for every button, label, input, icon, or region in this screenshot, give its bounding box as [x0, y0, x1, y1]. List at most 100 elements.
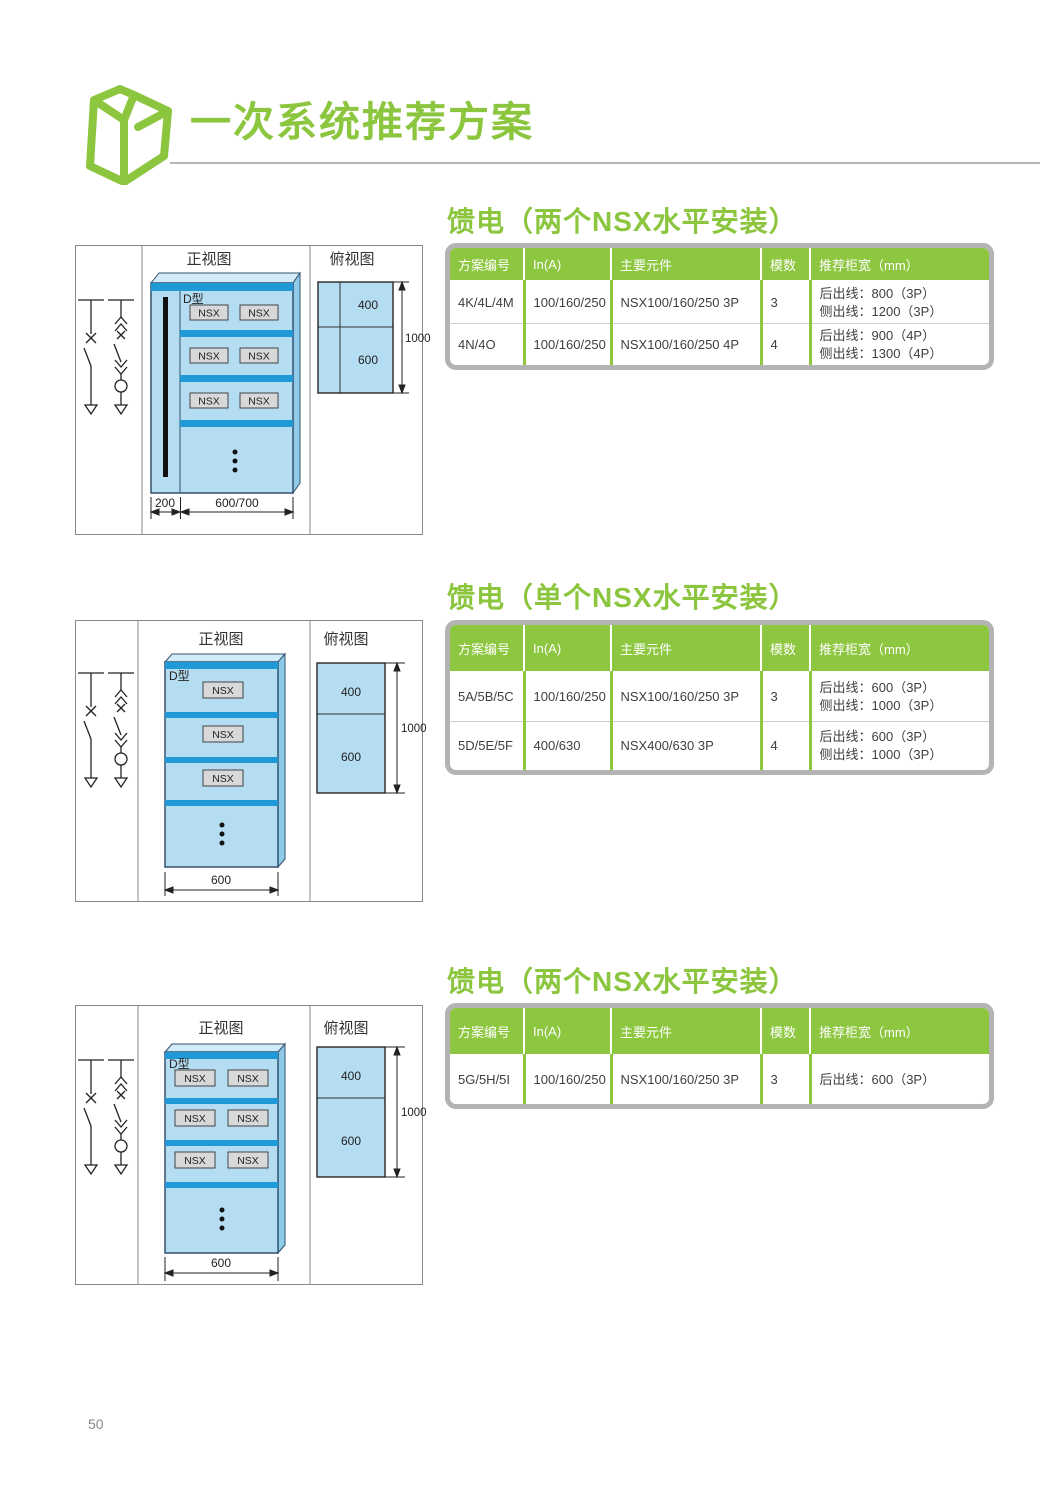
- cell-component: NSX100/160/250 3P: [609, 280, 761, 324]
- front-view-label: 正视图: [198, 631, 243, 648]
- width-line: 侧出线：1000（3P）: [819, 747, 943, 762]
- dim-200: 200: [155, 496, 175, 510]
- col-scheme: 方案编号: [450, 625, 524, 672]
- width-line: 后出线：900（4P）: [819, 328, 936, 344]
- cell-component: NSX100/160/250 3P: [609, 671, 761, 722]
- nsx-box: NSX: [239, 304, 279, 321]
- svg-text:NSX: NSX: [237, 1155, 259, 1167]
- nsx-box: NSX: [174, 1151, 216, 1169]
- cabinet-front-view: D型 NSX NSX NSX NSX NSX NSX: [149, 271, 301, 495]
- front-view-dimensions: 200 600/700: [149, 496, 295, 519]
- svg-text:NSX: NSX: [248, 308, 270, 320]
- dim-1000: 1000: [401, 723, 427, 735]
- table-1: 方案编号 In(A) 主要元件 模数 推荐柜宽（mm） 4K/4L/4M 100…: [445, 243, 994, 371]
- dim-1000: 1000: [405, 333, 431, 345]
- nsx-box: NSX: [202, 725, 244, 743]
- cell-width: 后出线：800（3P） 侧出线：1200（3P）: [808, 280, 989, 324]
- col-width: 推荐柜宽（mm）: [809, 248, 989, 281]
- d-type-label: D型: [183, 292, 204, 306]
- col-modules: 模数: [760, 1008, 810, 1055]
- table-3-header-row: 方案编号 In(A) 主要元件 模数 推荐柜宽（mm）: [450, 1008, 989, 1055]
- nsx-box: NSX: [239, 347, 279, 364]
- top-view-dimension: 1000: [393, 280, 431, 395]
- svg-text:NSX: NSX: [212, 685, 234, 697]
- width-line: 后出线：800（3P）: [819, 286, 936, 301]
- nsx-box: NSX: [189, 304, 229, 321]
- section-2-title: 馈电（单个NSX水平安装）: [447, 582, 798, 613]
- nsx-box: NSX: [239, 392, 279, 409]
- svg-text:NSX: NSX: [237, 1073, 259, 1085]
- table-2-header-row: 方案编号 In(A) 主要元件 模数 推荐柜宽（mm）: [450, 625, 989, 672]
- top-view-label: 俯视图: [329, 251, 374, 268]
- cell-modules: 3: [759, 671, 810, 722]
- nsx-box: NSX: [202, 681, 244, 699]
- dim-600-700: 600/700: [215, 496, 259, 510]
- table-1-header-row: 方案编号 In(A) 主要元件 模数 推荐柜宽（mm）: [450, 248, 989, 281]
- dim-1000: 1000: [401, 1107, 427, 1119]
- nsx-box: NSX: [189, 347, 229, 364]
- front-view-dimensions: 600: [163, 1256, 280, 1281]
- cell-scheme: 4N/4O: [450, 323, 524, 366]
- top-view-label: 俯视图: [323, 631, 368, 648]
- diagram-panel-3: 正视图 俯视图 D型 NSX NSX NSX NSX NSX NSX 600 4…: [75, 1005, 427, 1285]
- svg-text:NSX: NSX: [198, 396, 220, 408]
- dim-600: 600: [341, 750, 361, 764]
- nsx-box: NSX: [189, 392, 229, 409]
- table-row: 5G/5H/5I 100/160/250 NSX100/160/250 3P 3…: [450, 1054, 989, 1104]
- svg-text:NSX: NSX: [184, 1155, 206, 1167]
- cell-modules: 4: [759, 323, 810, 366]
- diagram-panel-2: 正视图 俯视图 D型 NSX NSX NSX 600 400 600 1000: [75, 620, 427, 902]
- table-row: 4N/4O 100/160/250 NSX100/160/250 4P 4 后出…: [450, 323, 989, 366]
- ellipsis-dots: [232, 449, 238, 473]
- svg-text:NSX: NSX: [198, 351, 220, 363]
- col-scheme: 方案编号: [450, 248, 524, 281]
- svg-text:NSX: NSX: [248, 351, 270, 363]
- cell-component: NSX100/160/250 3P: [609, 1054, 761, 1104]
- width-line: 后出线：600（3P）: [819, 680, 936, 696]
- nsx-box: NSX: [174, 1109, 216, 1127]
- cell-in-a: 100/160/250: [522, 323, 611, 366]
- dim-600: 600: [358, 353, 378, 367]
- cell-width: 后出线：600（3P） 侧出线：1000（3P）: [808, 671, 989, 722]
- cell-scheme: 5D/5E/5F: [450, 721, 524, 770]
- diagram-panel-1: 正视图 俯视图 D型 NSX NSX NSX NSX NSX NSX 200 6…: [75, 245, 431, 535]
- front-view-label: 正视图: [198, 1020, 243, 1037]
- table-row: 5D/5E/5F 400/630 NSX400/630 3P 4 后出线：600…: [450, 721, 989, 770]
- dim-600: 600: [341, 1134, 361, 1148]
- cabinet-top-view: 400 600 1000: [317, 280, 431, 395]
- dim-400: 400: [341, 685, 361, 699]
- cell-component: NSX100/160/250 4P: [609, 323, 761, 366]
- col-in-a: In(A): [523, 625, 611, 672]
- col-width: 推荐柜宽（mm）: [809, 1008, 989, 1055]
- svg-text:NSX: NSX: [237, 1113, 259, 1125]
- section-3-title: 馈电（两个NSX水平安装）: [447, 966, 798, 997]
- nsx-box: NSX: [227, 1069, 269, 1087]
- cell-width: 后出线：600（3P）: [808, 1054, 989, 1104]
- width-line: 后出线：600（3P）: [819, 1072, 936, 1088]
- top-view-dimension: 1000: [385, 1045, 427, 1179]
- cell-scheme: 5G/5H/5I: [450, 1054, 524, 1104]
- svg-text:NSX: NSX: [198, 308, 220, 320]
- col-width: 推荐柜宽（mm）: [809, 625, 989, 672]
- col-in-a: In(A): [523, 248, 611, 281]
- page-number: 50: [88, 1416, 104, 1432]
- svg-text:NSX: NSX: [184, 1073, 206, 1085]
- svg-text:NSX: NSX: [212, 773, 234, 785]
- front-view-dimensions: 600: [163, 872, 280, 896]
- ellipsis-dots: [219, 1207, 225, 1231]
- cell-modules: 3: [759, 1054, 810, 1104]
- ellipsis-dots: [219, 822, 225, 846]
- d-type-label: D型: [169, 669, 190, 683]
- dim-400: 400: [358, 298, 378, 312]
- top-view-dimension: 1000: [385, 661, 427, 795]
- d-type-label: D型: [169, 1057, 190, 1071]
- col-component: 主要元件: [610, 248, 761, 281]
- col-modules: 模数: [760, 625, 810, 672]
- cell-in-a: 100/160/250: [522, 280, 611, 324]
- table-row: 5A/5B/5C 100/160/250 NSX100/160/250 3P 3…: [450, 671, 989, 722]
- nsx-box: NSX: [202, 769, 244, 787]
- col-modules: 模数: [760, 248, 810, 281]
- cabinet-front-view: D型 NSX NSX NSX: [163, 652, 287, 869]
- cabinet-front-view: D型 NSX NSX NSX NSX NSX NSX: [163, 1042, 287, 1255]
- dim-400: 400: [341, 1069, 361, 1083]
